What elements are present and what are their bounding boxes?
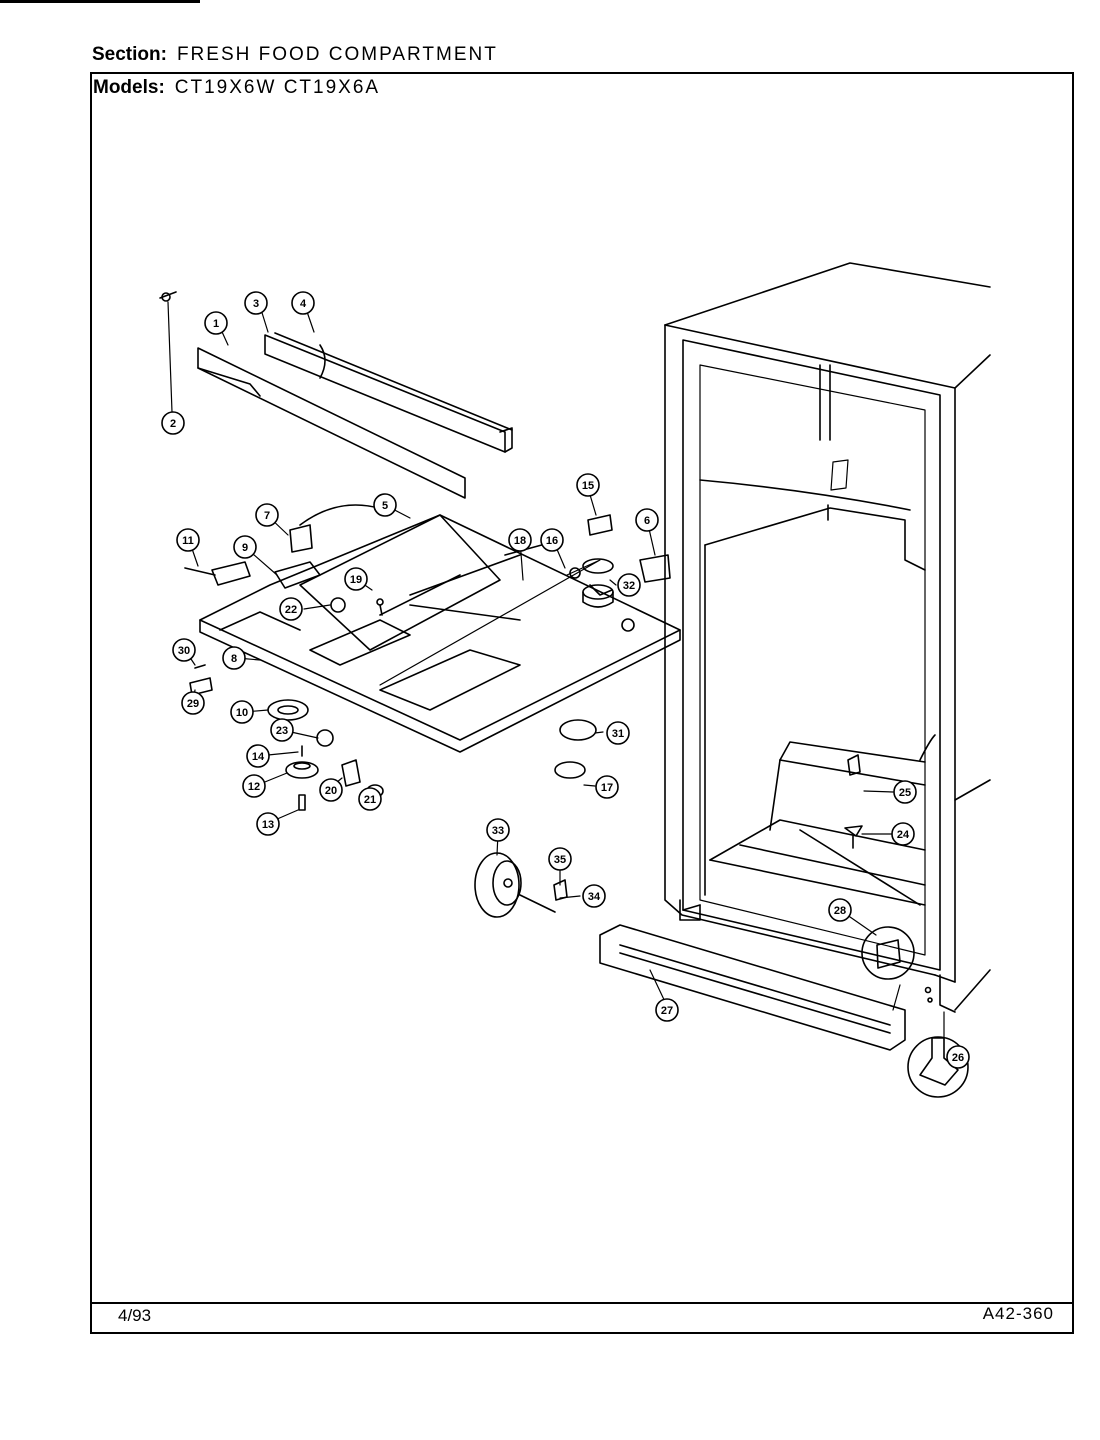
- models-value: CT19X6W CT19X6A: [174, 77, 381, 98]
- svg-text:34: 34: [588, 891, 601, 903]
- callout-29: 29: [181, 691, 205, 715]
- svg-text:22: 22: [285, 604, 297, 616]
- callout-14: 14: [246, 744, 270, 768]
- callout-19: 19: [344, 567, 368, 591]
- svg-text:8: 8: [231, 653, 237, 665]
- svg-text:18: 18: [514, 535, 526, 547]
- callout-20: 20: [319, 778, 343, 802]
- svg-text:30: 30: [178, 645, 190, 657]
- svg-text:26: 26: [952, 1052, 964, 1064]
- svg-text:16: 16: [546, 535, 558, 547]
- callout-21: 21: [358, 787, 382, 811]
- callout-26: 26: [946, 1045, 970, 1069]
- callout-7: 7: [255, 503, 279, 527]
- footer-date: 4/93: [118, 1306, 152, 1325]
- svg-text:17: 17: [601, 782, 613, 794]
- svg-text:2: 2: [170, 418, 176, 430]
- callout-4: 4: [291, 291, 315, 315]
- callout-13: 13: [256, 812, 280, 836]
- callout-6: 6: [635, 508, 659, 532]
- callout-bubbles: 1 2 3 4 5 6 7 8 9 10 11 12 13 14 15 16 1…: [161, 291, 970, 1069]
- callout-32: 32: [617, 573, 641, 597]
- callout-25: 25: [893, 780, 917, 804]
- callout-5: 5: [373, 493, 397, 517]
- callout-12: 12: [242, 774, 266, 798]
- svg-text:11: 11: [182, 535, 194, 547]
- callout-28: 28: [828, 898, 852, 922]
- models-heading: Models: CT19X6W CT19X6A: [93, 77, 380, 99]
- callout-2: 2: [161, 411, 185, 435]
- section-value: FRESH FOOD COMPARTMENT: [176, 44, 498, 65]
- svg-text:27: 27: [661, 1005, 673, 1017]
- svg-text:19: 19: [350, 574, 362, 586]
- svg-text:3: 3: [253, 298, 259, 310]
- callout-1: 1: [204, 311, 228, 335]
- callout-8: 8: [222, 646, 246, 670]
- svg-text:14: 14: [252, 751, 265, 763]
- callout-24: 24: [891, 822, 915, 846]
- svg-text:25: 25: [899, 787, 911, 799]
- svg-text:28: 28: [834, 905, 846, 917]
- callout-16: 16: [540, 528, 564, 552]
- callout-15: 15: [576, 473, 600, 497]
- callout-18: 18: [508, 528, 532, 552]
- models-label: Models:: [93, 77, 165, 98]
- section-label: Section:: [92, 44, 167, 65]
- svg-text:9: 9: [242, 542, 248, 554]
- callout-33: 33: [486, 818, 510, 842]
- refrigerator-cabinet: [664, 262, 991, 1013]
- svg-text:1: 1: [213, 318, 219, 330]
- trim-strips: [159, 291, 513, 499]
- svg-text:7: 7: [264, 510, 270, 522]
- callout-3: 3: [244, 291, 268, 315]
- svg-text:4: 4: [300, 298, 307, 310]
- top-rule: [0, 0, 200, 3]
- callout-17: 17: [595, 775, 619, 799]
- svg-text:33: 33: [492, 825, 504, 837]
- callout-22: 22: [279, 597, 303, 621]
- callout-34: 34: [582, 884, 606, 908]
- callout-27: 27: [655, 998, 679, 1022]
- diagram-frame: [90, 72, 1074, 1334]
- callout-10: 10: [230, 700, 254, 724]
- svg-text:23: 23: [276, 725, 288, 737]
- small-parts: [184, 504, 969, 1098]
- svg-text:13: 13: [262, 819, 274, 831]
- svg-text:35: 35: [554, 854, 566, 866]
- svg-text:32: 32: [623, 580, 635, 592]
- footer-code: A42-360: [982, 1304, 1054, 1323]
- callout-9: 9: [233, 535, 257, 559]
- callout-31: 31: [606, 721, 630, 745]
- callout-35: 35: [548, 847, 572, 871]
- svg-text:20: 20: [325, 785, 337, 797]
- svg-text:21: 21: [364, 794, 376, 806]
- svg-text:10: 10: [236, 707, 248, 719]
- svg-text:6: 6: [644, 515, 650, 527]
- callout-30: 30: [172, 638, 196, 662]
- svg-text:12: 12: [248, 781, 260, 793]
- svg-text:15: 15: [582, 480, 594, 492]
- svg-text:31: 31: [612, 728, 624, 740]
- callout-23: 23: [270, 718, 294, 742]
- footer-rule: [92, 1302, 1072, 1304]
- svg-text:5: 5: [382, 500, 388, 512]
- section-heading: Section: FRESH FOOD COMPARTMENT: [92, 44, 498, 66]
- svg-text:24: 24: [897, 829, 910, 841]
- callout-11: 11: [176, 528, 200, 552]
- svg-text:29: 29: [187, 698, 199, 710]
